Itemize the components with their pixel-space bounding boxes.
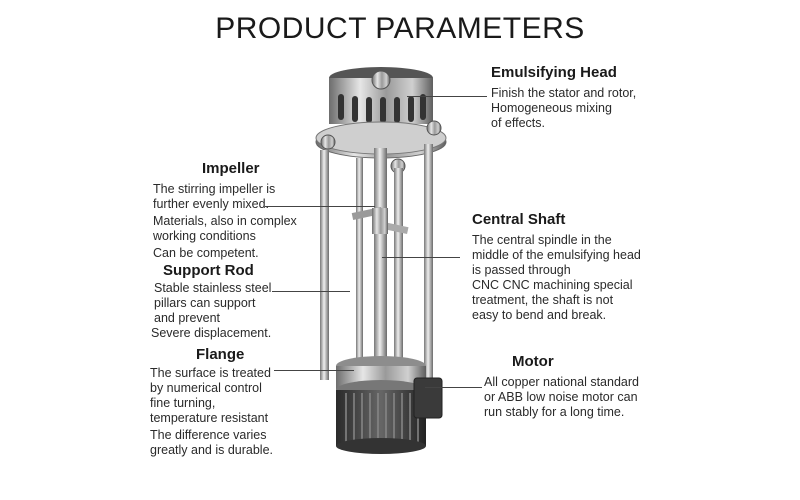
part-line: The stirring impeller is bbox=[153, 182, 276, 196]
leader-flange bbox=[274, 370, 354, 371]
leader-emulsifying-head bbox=[407, 96, 487, 97]
emulsifying-head-shape bbox=[329, 67, 433, 124]
part-line: The central spindle in the bbox=[472, 233, 612, 247]
part-title: Central Shaft bbox=[472, 211, 566, 228]
part-flange: Flange The surface is treated by numeric… bbox=[150, 346, 273, 458]
central-shaft-shape bbox=[374, 148, 387, 388]
part-title: Flange bbox=[196, 346, 245, 363]
part-line: run stably for a long time. bbox=[484, 405, 625, 419]
part-line: fine turning, bbox=[150, 396, 216, 410]
part-motor: Motor All copper national standard or AB… bbox=[484, 353, 639, 420]
leader-support-rod bbox=[272, 291, 350, 292]
part-title: Impeller bbox=[202, 160, 260, 177]
top-flange-shape bbox=[315, 120, 447, 174]
part-line: Severe displacement. bbox=[151, 326, 272, 340]
page-title: PRODUCT PARAMETERS bbox=[215, 12, 585, 45]
leader-motor bbox=[425, 387, 482, 388]
mixer-product-image bbox=[315, 67, 447, 454]
leader-central-shaft bbox=[382, 257, 460, 258]
part-line: or ABB low noise motor can bbox=[484, 390, 638, 404]
support-rods-shape bbox=[320, 144, 433, 398]
part-line: working conditions bbox=[153, 229, 256, 243]
impeller-shape bbox=[351, 206, 409, 235]
part-line: Homogeneous mixing bbox=[491, 101, 612, 115]
part-line: CNC CNC machining special bbox=[472, 278, 633, 292]
part-support-rod: Support Rod Stable stainless steel pilla… bbox=[151, 262, 271, 341]
part-line: Stable stainless steel bbox=[154, 281, 272, 295]
leader-impeller bbox=[265, 206, 375, 207]
part-line: All copper national standard bbox=[484, 375, 639, 389]
part-line: Materials, also in complex bbox=[153, 214, 297, 228]
part-title: Emulsifying Head bbox=[491, 64, 617, 81]
part-impeller: Impeller The stirring impeller is furthe… bbox=[153, 160, 297, 261]
part-line: The surface is treated bbox=[150, 366, 271, 380]
part-line: and prevent bbox=[154, 311, 221, 325]
part-line: Finish the stator and rotor, bbox=[491, 86, 637, 100]
part-line: middle of the emulsifying head bbox=[472, 248, 641, 262]
motor-shape bbox=[336, 377, 443, 454]
part-line: by numerical control bbox=[150, 381, 262, 395]
part-line: Can be competent. bbox=[153, 246, 259, 260]
part-line: greatly and is durable. bbox=[150, 443, 273, 457]
part-line: easy to bend and break. bbox=[472, 308, 607, 322]
part-line: further evenly mixed. bbox=[153, 197, 270, 211]
part-title: Motor bbox=[512, 353, 554, 370]
part-line: The difference varies bbox=[150, 428, 267, 442]
part-central-shaft: Central Shaft The central spindle in the… bbox=[472, 211, 641, 323]
part-line: is passed through bbox=[472, 263, 571, 277]
part-title: Support Rod bbox=[163, 262, 254, 279]
part-line: treatment, the shaft is not bbox=[472, 293, 614, 307]
part-line: of effects. bbox=[491, 116, 545, 130]
part-line: temperature resistant bbox=[150, 411, 269, 425]
part-emulsifying-head: Emulsifying Head Finish the stator and r… bbox=[491, 64, 636, 131]
part-line: pillars can support bbox=[154, 296, 256, 310]
